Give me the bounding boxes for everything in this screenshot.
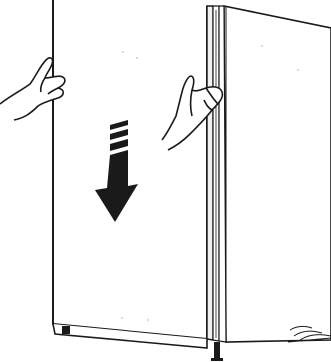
leveling-foot-right xyxy=(214,342,220,360)
door-panel xyxy=(53,0,207,339)
leveling-foot-left xyxy=(62,326,70,334)
foot-base-right xyxy=(211,358,223,361)
door-edge xyxy=(207,6,213,340)
cabinet-side-panel xyxy=(224,6,331,342)
